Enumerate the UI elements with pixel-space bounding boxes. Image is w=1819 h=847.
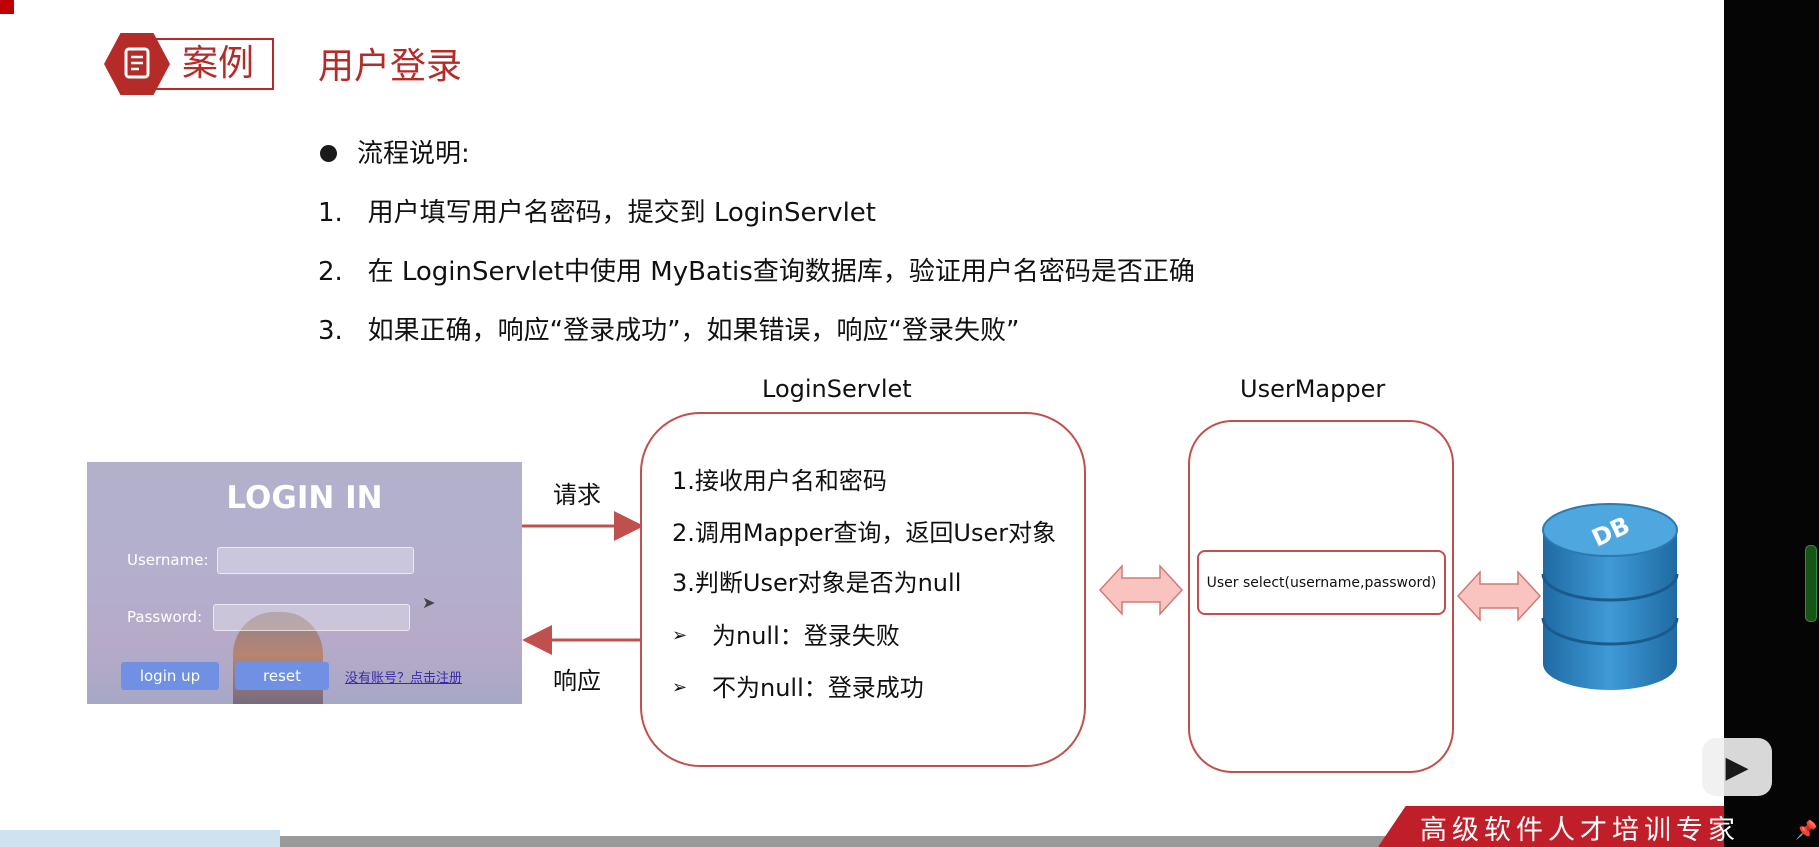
mapper-title: UserMapper xyxy=(1240,375,1386,403)
bullet-arrow-icon: ➢ xyxy=(672,625,688,646)
password-input[interactable] xyxy=(213,604,410,631)
servlet-step-3: 3.判断User对象是否为null xyxy=(672,569,962,597)
step-1: 1. 用户填写用户名密码，提交到 LoginServlet xyxy=(318,198,876,228)
step-3: 3. 如果正确，响应“登录成功”，如果错误，响应“登录失败” xyxy=(318,316,1020,346)
bullet-icon xyxy=(320,145,337,162)
page-title: 用户登录 xyxy=(318,46,463,87)
reset-button[interactable]: reset xyxy=(235,662,329,690)
response-label: 响应 xyxy=(553,667,601,695)
servlet-mapper-double-arrow xyxy=(1098,564,1184,616)
register-link[interactable]: 没有账号？点击注册 xyxy=(345,671,463,686)
mapper-db-double-arrow xyxy=(1456,570,1542,622)
login-form-preview: LOGIN IN Username: Password: ➤ login up … xyxy=(87,462,522,704)
login-button[interactable]: login up xyxy=(121,662,219,690)
footer-strip-light xyxy=(0,830,280,847)
request-response-arrows xyxy=(522,511,644,655)
corner-mark xyxy=(0,0,14,14)
footer-banner xyxy=(1378,806,1724,847)
database-icon: DB xyxy=(1541,503,1679,690)
step-2: 2. 在 LoginServlet中使用 MyBatis查询数据库，验证用户名密… xyxy=(318,257,1195,287)
bullet-arrow-icon: ➢ xyxy=(672,677,688,698)
pin-icon[interactable]: 📌 xyxy=(1795,820,1818,841)
username-label: Username: xyxy=(127,551,209,569)
mouse-cursor-icon: ➤ xyxy=(422,593,436,612)
servlet-sub-item-1: 为null：登录失败 xyxy=(712,622,900,650)
process-heading: 流程说明: xyxy=(357,139,470,169)
login-servlet-box xyxy=(640,412,1086,767)
player-side-panel xyxy=(1724,0,1819,847)
password-label: Password: xyxy=(127,608,203,626)
footer-banner-text: 高级软件人才培训专家 xyxy=(1420,815,1740,846)
login-title: LOGIN IN xyxy=(226,480,383,516)
mapper-method: User select(username,password) xyxy=(1197,550,1446,615)
request-label: 请求 xyxy=(553,481,601,509)
footer-strip xyxy=(0,836,1724,847)
servlet-step-2: 2.调用Mapper查询，返回User对象 xyxy=(672,519,1057,547)
servlet-sub-item-2: 不为null：登录成功 xyxy=(712,674,924,702)
username-input[interactable] xyxy=(217,547,414,574)
servlet-title: LoginServlet xyxy=(762,375,912,403)
case-badge-label: 案例 xyxy=(182,43,255,84)
play-button[interactable]: ▶ xyxy=(1702,738,1772,796)
play-icon: ▶ xyxy=(1725,749,1749,785)
servlet-step-1: 1.接收用户名和密码 xyxy=(672,467,887,495)
volume-indicator[interactable] xyxy=(1805,545,1817,622)
